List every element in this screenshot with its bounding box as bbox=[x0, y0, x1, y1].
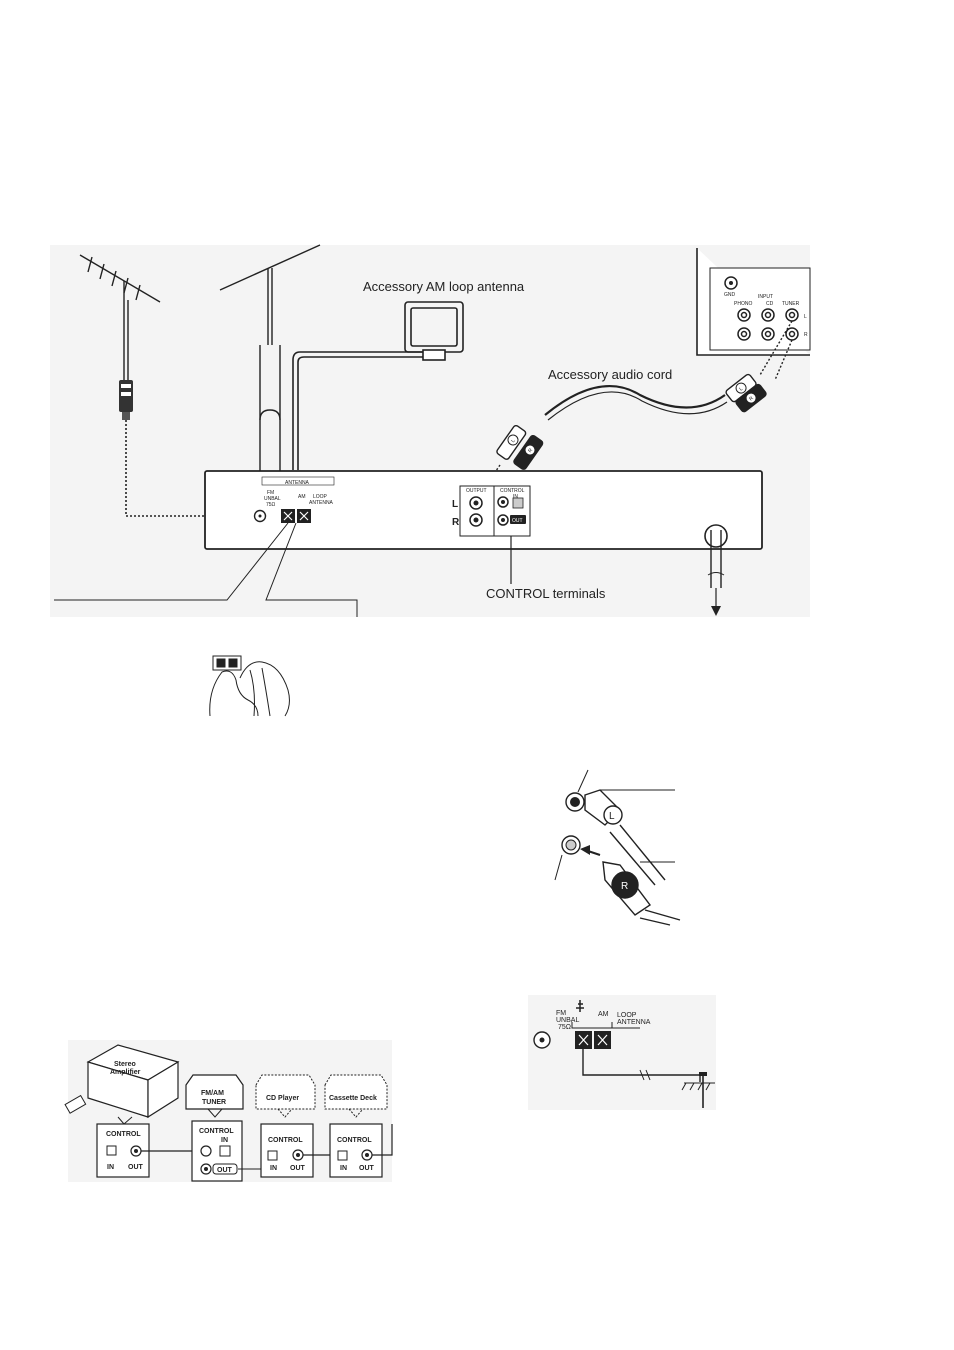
amp-r-label: R bbox=[804, 332, 808, 338]
tuner-label: TUNER bbox=[782, 301, 800, 307]
fm-label-2: UNBAL bbox=[264, 496, 281, 502]
am-label: AM bbox=[298, 494, 306, 500]
main-diagram-background bbox=[50, 245, 810, 617]
am-loop-antenna-icon bbox=[292, 301, 464, 470]
output-l-label: L bbox=[452, 499, 458, 510]
fm-yagi-antenna-icon bbox=[79, 254, 161, 380]
tuner-title-2: TUNER bbox=[202, 1099, 226, 1106]
control-terminals-label: CONTROL terminals bbox=[486, 586, 606, 601]
input-label: INPUT bbox=[758, 294, 773, 300]
amp-plug-r-label: R bbox=[748, 395, 755, 402]
audio-cord-label: Accessory audio cord bbox=[548, 367, 672, 382]
cd-out-label: OUT bbox=[290, 1165, 306, 1172]
cd-label: CD bbox=[766, 301, 774, 307]
ground-loop-label-2: ANTENNA bbox=[617, 1019, 651, 1026]
cd-in-label: IN bbox=[270, 1165, 277, 1172]
amp-title-2: Amplifier bbox=[110, 1069, 141, 1076]
ground-am-label: AM bbox=[598, 1011, 609, 1018]
gnd-label: GND bbox=[724, 292, 736, 298]
ground-connection-detail: FM UNBAL 75Ω AM LOOP ANTENNA bbox=[528, 995, 716, 1110]
tuner-rear-panel: ANTENNA FM UNBAL 75Ω AM LOOP ANTENNA OUT… bbox=[204, 470, 763, 588]
amp-plug-l-label: L bbox=[738, 386, 744, 393]
amplifier-rear-panel: GND INPUT PHONO CD TUNER L R bbox=[696, 248, 811, 356]
control-label: CONTROL bbox=[500, 488, 525, 494]
phono-label: PHONO bbox=[734, 301, 752, 307]
tuner-in-label: IN bbox=[221, 1137, 228, 1144]
plug-insertion-detail: L R bbox=[554, 769, 681, 926]
fm-connector-plug-icon bbox=[119, 380, 133, 420]
plug-r-label: R bbox=[621, 881, 628, 892]
deck-in-label: IN bbox=[340, 1165, 347, 1172]
remote-control-icon bbox=[64, 1094, 87, 1114]
tuner-title-1: FM/AM bbox=[201, 1090, 224, 1097]
fm-t-antenna-icon bbox=[219, 244, 321, 480]
output-label: OUTPUT bbox=[466, 488, 487, 494]
audio-cord-icon: L R L R bbox=[496, 373, 767, 470]
amp-in-label: IN bbox=[107, 1164, 114, 1171]
arrow-down-icon bbox=[711, 606, 721, 616]
antenna-header-label: ANTENNA bbox=[285, 480, 310, 486]
system-connection-diagram: Stereo Amplifier CONTROL IN OUT FM/AM TU… bbox=[64, 1040, 393, 1182]
deck-out-label: OUT bbox=[359, 1165, 375, 1172]
tuner-plug-r-label: R bbox=[527, 447, 534, 454]
amp-l-label: L bbox=[804, 314, 807, 320]
tuner-out-label: OUT bbox=[217, 1167, 233, 1174]
output-r-label: R bbox=[452, 517, 460, 528]
fm-label-1: FM bbox=[267, 490, 274, 496]
ground-loop-label-1: LOOP bbox=[617, 1012, 637, 1019]
loop-label-1: LOOP bbox=[313, 494, 328, 500]
am-antenna-label: Accessory AM loop antenna bbox=[363, 279, 525, 294]
ground-fm-label-1: FM bbox=[556, 1010, 566, 1017]
insert-arrow-icon bbox=[580, 845, 590, 855]
amp-out-label: OUT bbox=[128, 1164, 144, 1171]
ground-fm-label-2: UNBAL bbox=[556, 1017, 579, 1024]
plug-l-label: L bbox=[609, 811, 615, 822]
ground-fm-label-3: 75Ω bbox=[558, 1024, 571, 1031]
cd-player-title: CD Player bbox=[266, 1095, 299, 1102]
cassette-deck-title: Cassette Deck bbox=[329, 1095, 377, 1102]
fm-label-3: 75Ω bbox=[266, 502, 276, 508]
cd-control-label: CONTROL bbox=[268, 1137, 303, 1144]
loop-label-2: ANTENNA bbox=[309, 500, 334, 506]
control-in-label: IN bbox=[513, 494, 518, 500]
control-out-label: OUT bbox=[512, 518, 523, 524]
tuner-plug-l-label: L bbox=[510, 438, 517, 444]
amp-title-1: Stereo bbox=[114, 1061, 136, 1068]
deck-control-label: CONTROL bbox=[337, 1137, 372, 1144]
power-cord-grommet bbox=[704, 524, 728, 548]
hand-wire-insert-icon bbox=[209, 655, 290, 717]
amp-control-label: CONTROL bbox=[106, 1131, 141, 1138]
ground-symbol-icon bbox=[576, 1000, 584, 1012]
tuner-control-label: CONTROL bbox=[199, 1128, 234, 1135]
